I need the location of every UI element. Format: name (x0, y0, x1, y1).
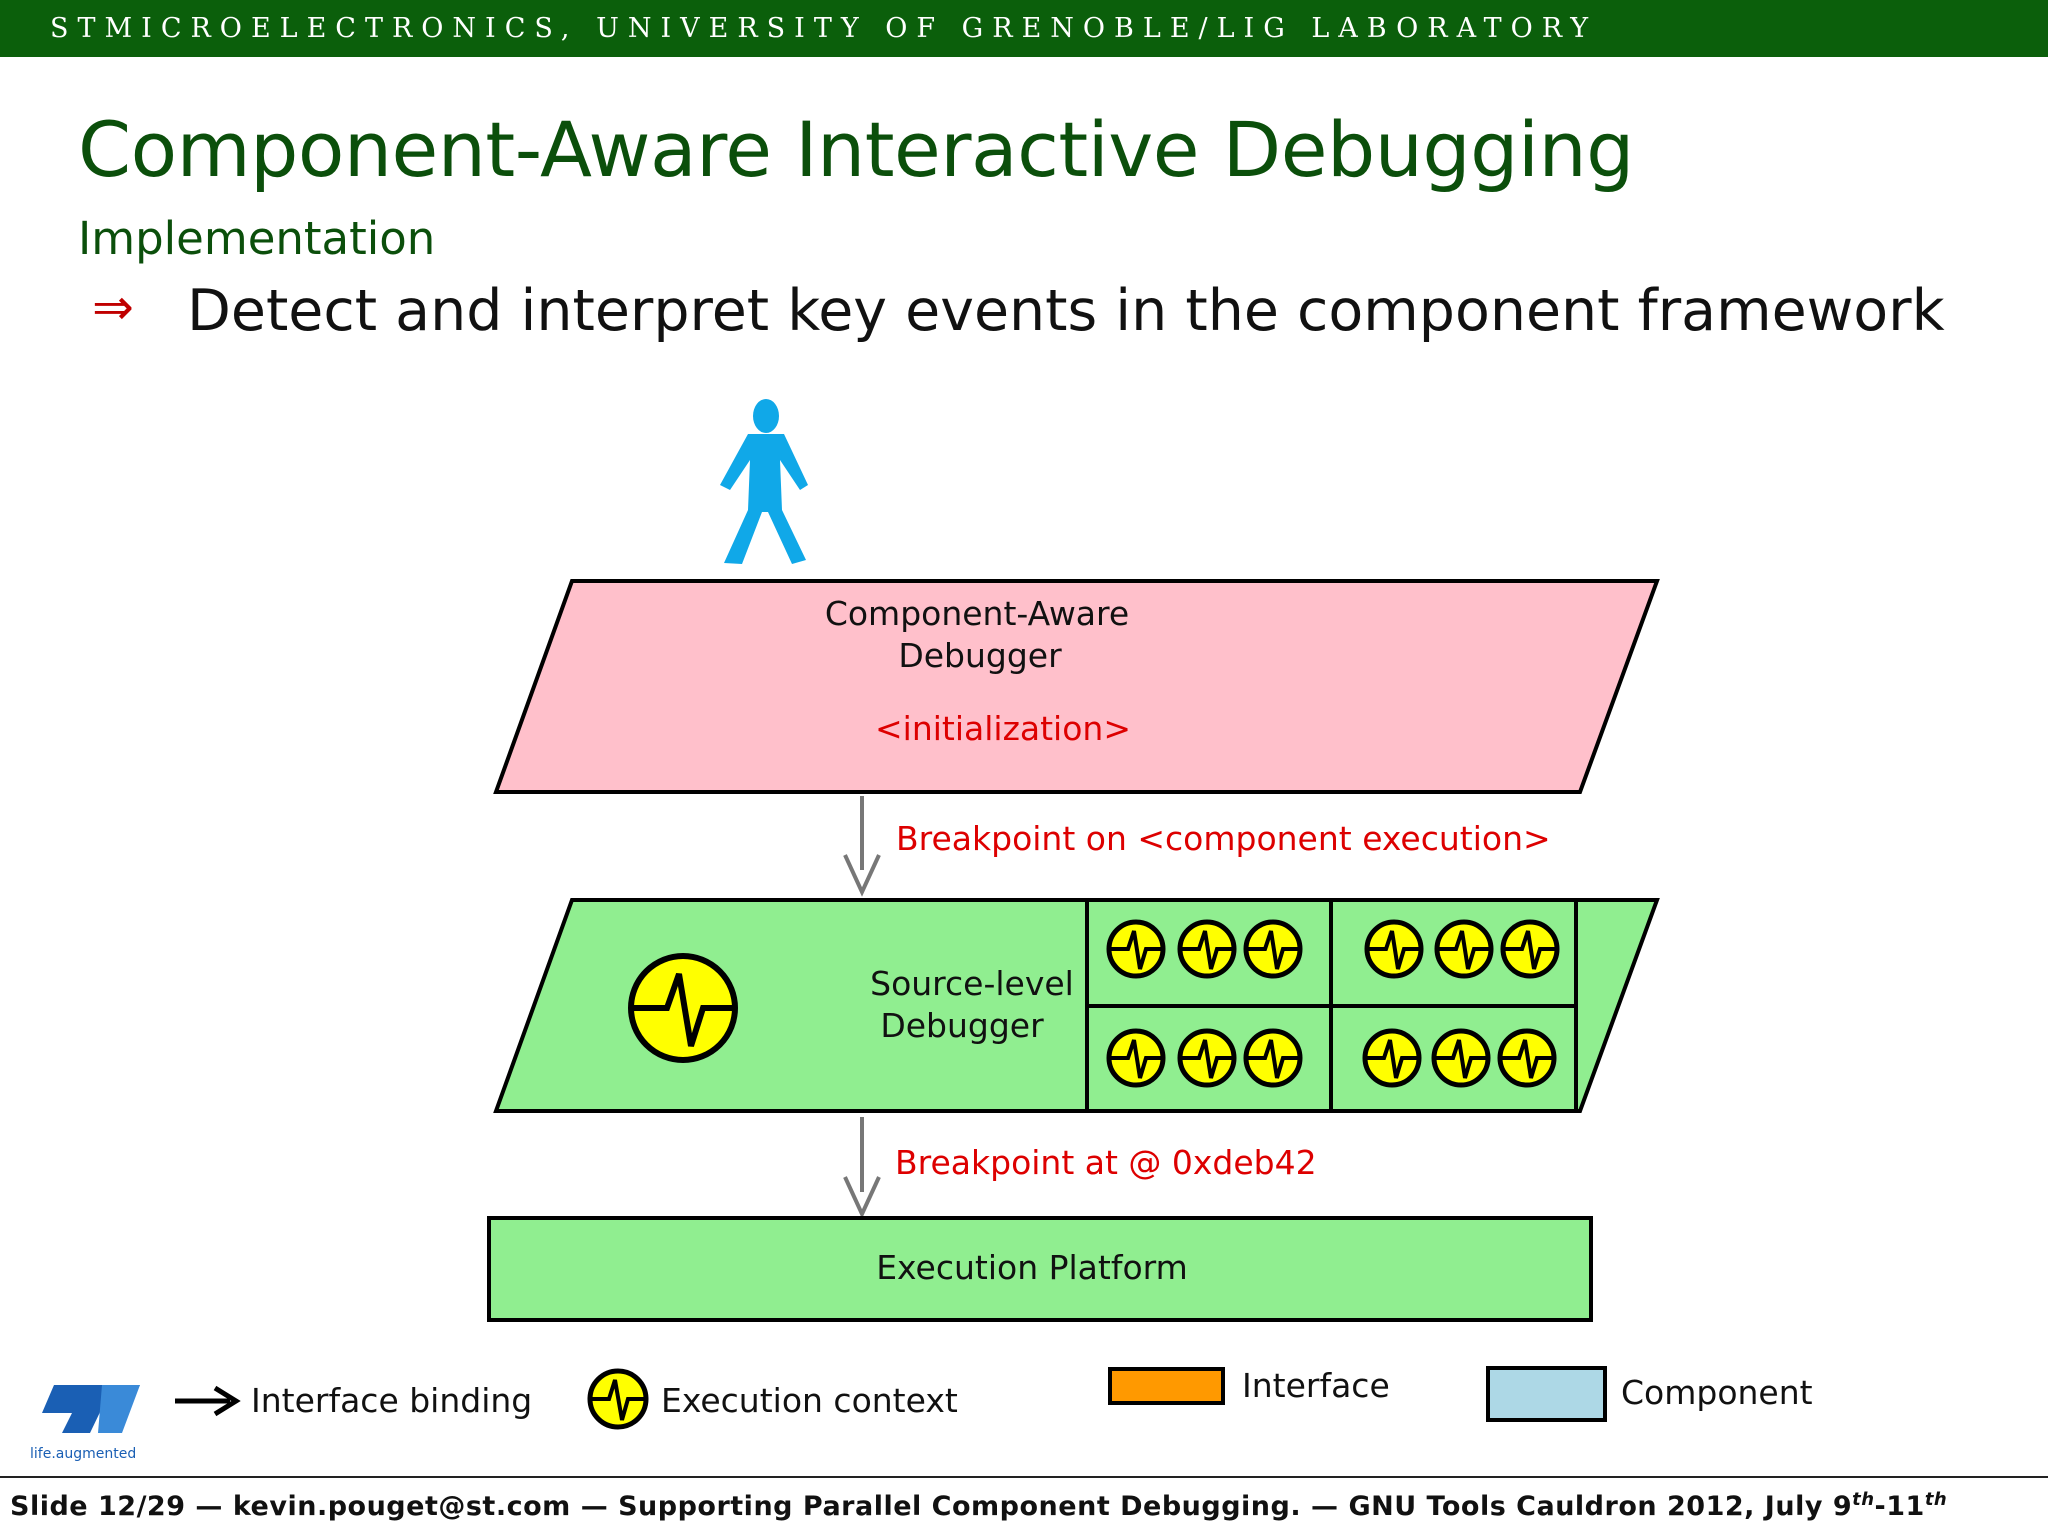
talk-title: Supporting Parallel Component Debugging. (618, 1491, 1302, 1522)
author-email: kevin.pouget@st.com (232, 1491, 571, 1522)
execution-context-icon (1109, 922, 1163, 976)
source-debugger-label-line1: Source-level (870, 964, 1074, 1003)
execution-context-legend-icon (587, 1368, 649, 1430)
slide-subtitle: Implementation (78, 212, 436, 265)
legend: Interface binding Execution context Inte… (175, 1366, 1813, 1430)
execution-context-icon (1180, 1031, 1234, 1085)
header-bar: STMICROELECTRONICS, UNIVERSITY OF GRENOB… (0, 0, 2048, 57)
execution-context-icon (1109, 1031, 1163, 1085)
interface-binding-legend-arrow-icon (175, 1385, 241, 1417)
component-aware-debugger-box: Component-Aware Debugger <initialization… (493, 579, 1660, 794)
breakpoint-address-label: Breakpoint at @ 0xdeb42 (895, 1143, 1317, 1182)
component-legend-swatch (1486, 1366, 1607, 1422)
event-dash: -11 (1874, 1491, 1925, 1522)
execution-context-icon (628, 953, 738, 1063)
event-sup2: th (1924, 1489, 1948, 1510)
slide-number: Slide 12/29 (10, 1491, 186, 1522)
legend-interface: Interface (1242, 1366, 1390, 1405)
event-text: GNU Tools Cauldron 2012, July 9 (1348, 1491, 1853, 1522)
execution-platform-box: Execution Platform (487, 1216, 1593, 1322)
execution-context-icon (1500, 1031, 1554, 1085)
bullet-item: ⇒ Detect and interpret key events in the… (92, 278, 1945, 344)
execution-context-icon (1503, 922, 1557, 976)
execution-context-icon (1365, 1031, 1419, 1085)
footer: Slide 12/29 — kevin.pouget@st.com — Supp… (10, 1489, 1947, 1522)
legend-interface-binding: Interface binding (251, 1381, 532, 1420)
source-debugger-label-line2: Debugger (880, 1006, 1044, 1045)
debugger-label-line2: Debugger (898, 636, 1062, 675)
debugger-label-line1: Component-Aware (825, 594, 1129, 633)
implies-arrow-icon: ⇒ (92, 278, 134, 336)
footer-separator: — (580, 1491, 609, 1522)
event-name: GNU Tools Cauldron 2012, July 9th-11th (1348, 1489, 1948, 1522)
source-level-debugger-box: Source-level Debugger (493, 898, 1660, 1113)
person-icon (720, 399, 808, 564)
slide-title: Component-Aware Interactive Debugging (78, 105, 1634, 194)
interface-legend-swatch (1108, 1367, 1225, 1405)
affiliation-text: STMICROELECTRONICS, UNIVERSITY OF GRENOB… (50, 13, 1598, 44)
legend-execution-context: Execution context (661, 1381, 958, 1420)
breakpoint-component-label: Breakpoint on <component execution> (896, 819, 1551, 858)
st-logo: life.augmented (30, 1385, 140, 1462)
execution-context-icon (1180, 922, 1234, 976)
execution-context-icon (1434, 1031, 1488, 1085)
footer-separator: — (1311, 1491, 1339, 1522)
footer-separator: — (195, 1491, 223, 1522)
logo-tagline: life.augmented (30, 1446, 136, 1462)
footer-divider (0, 1476, 2048, 1478)
execution-context-icon (1246, 1031, 1300, 1085)
execution-platform-label: Execution Platform (876, 1248, 1188, 1287)
execution-context-icon (1367, 922, 1421, 976)
execution-context-icon (1437, 922, 1491, 976)
initialization-annotation: <initialization> (875, 709, 1131, 748)
execution-context-icon (1246, 922, 1300, 976)
legend-component: Component (1621, 1373, 1813, 1412)
interface-binding-arrow-1 (843, 796, 881, 897)
event-sup1: th (1852, 1489, 1875, 1510)
interface-binding-arrow-2 (843, 1117, 881, 1219)
bullet-text: Detect and interpret key events in the c… (187, 278, 1945, 344)
